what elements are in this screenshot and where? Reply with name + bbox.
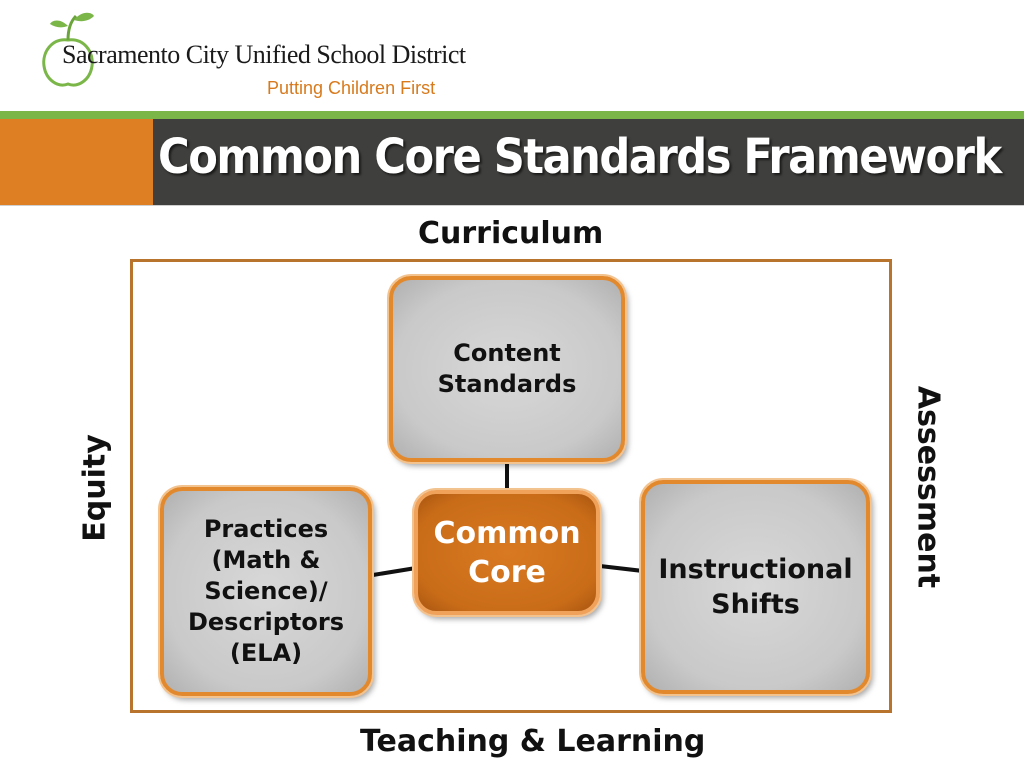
instructional-shifts-text: Instructional Shifts	[658, 553, 853, 620]
common-core-node: Common Core	[414, 490, 600, 615]
chalkboard-background	[153, 119, 1024, 205]
district-name: Sacramento City Unified School District	[62, 40, 466, 69]
teaching-learning-label: Teaching & Learning	[360, 724, 706, 759]
equity-label: Equity	[77, 434, 113, 542]
apple-sprout-logo-icon	[42, 12, 94, 87]
common-core-text: Common Core	[433, 515, 581, 590]
orange-accent-block	[0, 119, 153, 205]
assessment-label: Assessment	[910, 385, 946, 589]
content-standards-node: Content Standards	[389, 276, 625, 462]
slide-title: Common Core Standards Framework	[158, 129, 1002, 185]
practices-text: Practices (Math & Science)/ Descriptors …	[187, 514, 345, 668]
connector-left	[372, 566, 417, 577]
instructional-shifts-node: Instructional Shifts	[641, 480, 870, 694]
header: Sacramento City Unified School District …	[0, 0, 1024, 112]
connector-right	[599, 564, 644, 573]
practices-node: Practices (Math & Science)/ Descriptors …	[160, 487, 372, 696]
curriculum-label: Curriculum	[418, 216, 604, 251]
tagline: Putting Children First	[267, 78, 436, 98]
title-band: Common Core Standards Framework	[0, 119, 1024, 205]
content-standards-text: Content Standards	[437, 338, 577, 398]
green-divider	[0, 111, 1024, 119]
framework-border	[130, 259, 892, 713]
